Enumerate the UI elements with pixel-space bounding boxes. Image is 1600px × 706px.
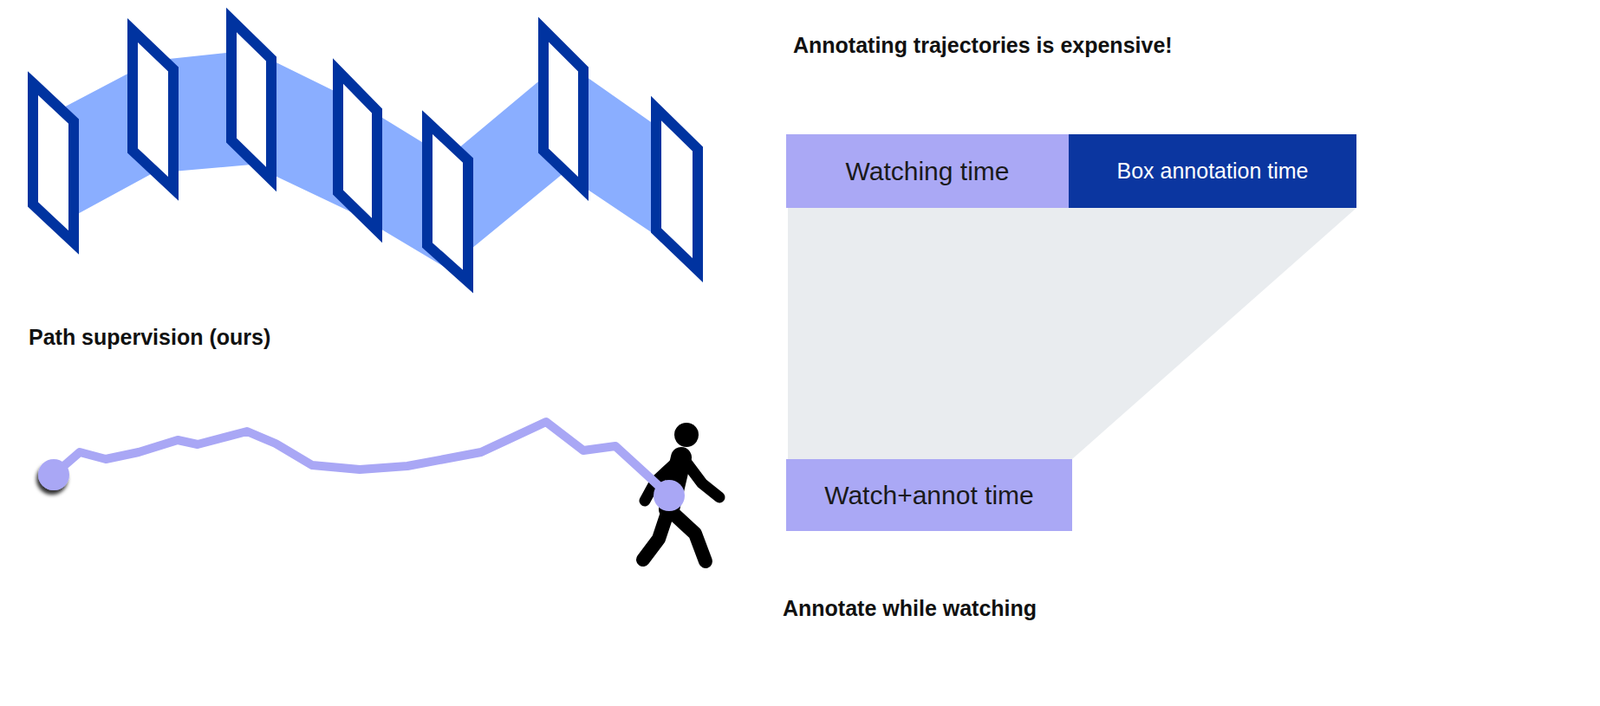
annotation-time-bar: Box annotation time <box>1068 134 1357 209</box>
bar-label: Watching time <box>845 156 1010 187</box>
path-end-dot <box>653 480 685 512</box>
method-heading: Path supervision (ours) <box>28 325 271 351</box>
bar-label: Watch+annot time <box>824 481 1035 511</box>
walking-person-icon <box>643 422 720 562</box>
panel-heading: Annotate while watching <box>782 596 1037 622</box>
box-frames <box>32 19 698 282</box>
bar-label: Box annotation time <box>1117 158 1309 184</box>
path-trace <box>53 422 670 496</box>
combined-time-bar: Watch+annot time <box>786 459 1073 532</box>
watching-time-bar: Watching time <box>786 134 1069 209</box>
time-funnel <box>787 208 1357 460</box>
path-start-dot <box>38 459 70 491</box>
panel-heading: Annotating trajectories is expensive! <box>793 32 1173 59</box>
